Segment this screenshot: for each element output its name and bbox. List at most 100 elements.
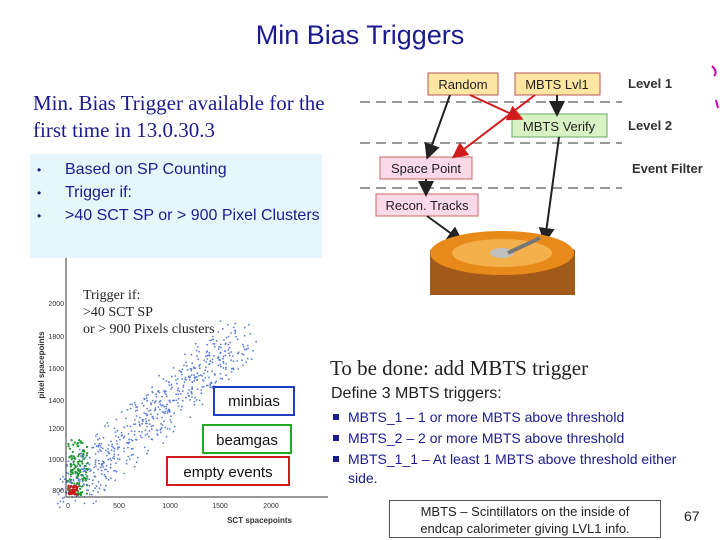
scatter-point xyxy=(163,420,165,422)
bullet-square-icon xyxy=(333,414,339,420)
scatter-point xyxy=(237,338,239,340)
scatter-point xyxy=(125,418,127,420)
scatter-point xyxy=(162,411,164,413)
scatter-point xyxy=(174,426,176,428)
scatter-point xyxy=(204,377,206,379)
mbts-trigger-list: MBTS_1 – 1 or more MBTS above threshold … xyxy=(333,408,703,490)
scatter-point xyxy=(132,440,134,442)
scatter-point xyxy=(147,450,149,452)
y-tick: 1800 xyxy=(48,334,64,341)
scatter-point xyxy=(79,449,81,451)
scatter-point xyxy=(104,474,106,476)
scatter-point xyxy=(81,453,83,455)
scatter-point xyxy=(114,458,116,460)
scatter-point xyxy=(59,506,61,508)
scatter-point xyxy=(137,457,139,459)
scatter-point xyxy=(200,389,202,391)
scatter-point xyxy=(86,493,88,495)
scatter-point xyxy=(89,493,91,495)
scatter-point xyxy=(107,451,109,453)
scatter-point xyxy=(83,468,85,470)
scatter-point xyxy=(189,416,191,418)
scatter-point xyxy=(191,354,193,356)
mbts-trigger-item: MBTS_1 – 1 or more MBTS above threshold xyxy=(333,408,703,427)
scatter-point xyxy=(80,440,82,442)
scatter-point xyxy=(89,457,91,459)
scatter-point xyxy=(134,402,136,404)
bullet-item: •>40 SCT SP or > 900 Pixel Clusters xyxy=(35,206,320,226)
scatter-point xyxy=(168,384,170,386)
scatter-point xyxy=(173,431,175,433)
scatter-point xyxy=(71,470,73,472)
scatter-point xyxy=(202,404,204,406)
scatter-point xyxy=(150,413,152,415)
scatter-point xyxy=(178,405,180,407)
scatter-point xyxy=(86,454,88,456)
scatter-point xyxy=(217,365,219,367)
scatter-point xyxy=(196,373,198,375)
scatter-point xyxy=(114,453,116,455)
scatter-point xyxy=(73,485,75,487)
scatter-point xyxy=(218,346,220,348)
scatter-point xyxy=(185,397,187,399)
scatter-point xyxy=(185,362,187,364)
scatter-point xyxy=(124,436,126,438)
scatter-point xyxy=(126,425,128,427)
scatter-point xyxy=(170,402,172,404)
scatter-point xyxy=(70,473,72,475)
scatter-point xyxy=(194,376,196,378)
bullet-text: >40 SCT SP or > 900 Pixel Clusters xyxy=(65,207,320,224)
scatter-point xyxy=(134,434,136,436)
footnote-line: MBTS – Scintillators on the inside of xyxy=(390,503,660,520)
scatter-point xyxy=(191,393,193,395)
scatter-point xyxy=(210,381,212,383)
scatter-point xyxy=(228,336,230,338)
scatter-point xyxy=(225,363,227,365)
footnote-line: endcap calorimeter giving LVL1 info. xyxy=(390,520,660,537)
scatter-point xyxy=(149,423,151,425)
scatter-point xyxy=(161,396,163,398)
scatter-point xyxy=(166,396,168,398)
scatter-point xyxy=(99,438,101,440)
scatter-point xyxy=(83,483,85,485)
scatter-point xyxy=(68,445,70,447)
mbts-trigger-item: MBTS_2 – 2 or more MBTS above threshold xyxy=(333,429,703,448)
scatter-point xyxy=(98,463,100,465)
scatter-point xyxy=(218,348,220,350)
scatter-point xyxy=(228,352,230,354)
scatter-point xyxy=(72,451,74,453)
scatter-point xyxy=(85,474,87,476)
scatter-point xyxy=(71,464,73,466)
scatter-point xyxy=(247,348,249,350)
scatter-point xyxy=(110,463,112,465)
scatter-point xyxy=(152,400,154,402)
scatter-point xyxy=(193,366,195,368)
scatter-point xyxy=(213,343,215,345)
scatter-point xyxy=(146,433,148,435)
scatter-point xyxy=(185,379,187,381)
scatter-point xyxy=(228,344,230,346)
scatter-point xyxy=(105,450,107,452)
scatter-point xyxy=(244,327,246,329)
scatter-point xyxy=(107,471,109,473)
scatter-point xyxy=(224,350,226,352)
scatter-point xyxy=(152,392,154,394)
scatter-point xyxy=(145,423,147,425)
scatter-point xyxy=(128,441,130,443)
scatter-point xyxy=(166,403,168,405)
scatter-point xyxy=(236,360,238,362)
scatter-point xyxy=(252,350,254,352)
scatter-point xyxy=(235,336,237,338)
scatter-point xyxy=(110,477,112,479)
scatter-point xyxy=(92,490,94,492)
scatter-point xyxy=(243,346,245,348)
scatter-point xyxy=(85,479,87,481)
scatter-point xyxy=(98,451,100,453)
scatter-point xyxy=(103,466,105,468)
scatter-point xyxy=(138,421,140,423)
scatter-point xyxy=(82,485,84,487)
scatter-point xyxy=(176,383,178,385)
scatter-point xyxy=(203,380,205,382)
scatter-point xyxy=(131,454,133,456)
mbts-lvl1-box-label: MBTS Lvl1 xyxy=(525,77,589,92)
